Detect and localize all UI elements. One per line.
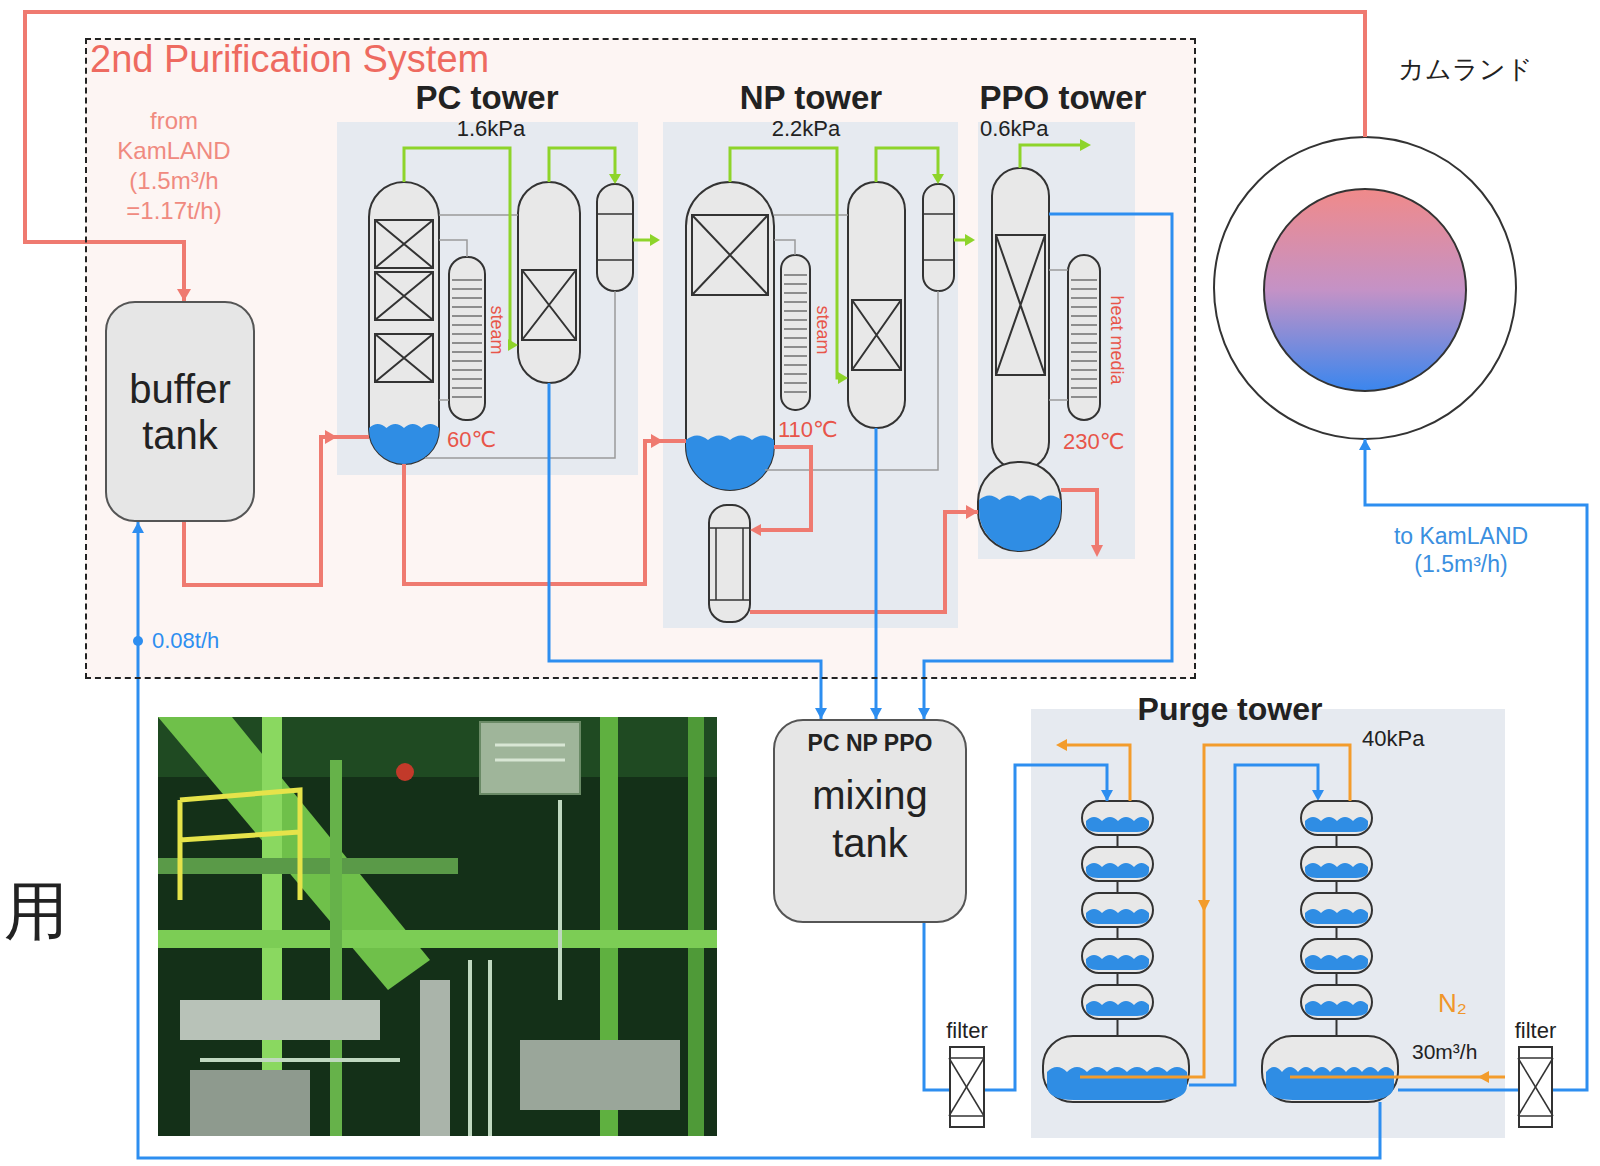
flow-connector xyxy=(404,434,663,584)
flow-line xyxy=(25,12,1365,301)
heater-label: steam xyxy=(813,305,833,354)
tank-label: mixing tank xyxy=(783,771,957,867)
flow-note: from KamLAND (1.5m³/h =1.17t/h) xyxy=(100,106,248,226)
vapour-lines xyxy=(404,145,1081,378)
mixing-tank: PC NP PPO mixing tank xyxy=(773,719,967,923)
flow-connector xyxy=(870,628,882,719)
pressure-value: 2.2kPa xyxy=(772,117,841,141)
pressure-value: 0.6kPa xyxy=(980,117,1049,141)
kamland-detector xyxy=(1214,137,1516,439)
return-lines xyxy=(425,215,1068,470)
arrow-head xyxy=(1101,790,1113,801)
cut-character: 用 xyxy=(4,876,68,946)
pressure-value: 1.6kPa xyxy=(457,117,526,141)
flow-line xyxy=(1365,439,1587,1090)
detector-name: カムランド xyxy=(1390,51,1541,87)
flow-connector xyxy=(918,214,1172,719)
kamland-detector: カムランド xyxy=(1214,137,1516,439)
flow-rate: 0.08t/h xyxy=(152,629,219,653)
arrow-head xyxy=(918,708,930,719)
pc-tower-unit: PC tower1.6kPa steam 60℃ xyxy=(337,80,638,475)
filter-label: filter xyxy=(1515,1018,1557,1044)
tower-name: PC tower xyxy=(415,80,558,116)
plant-photo xyxy=(158,717,717,1136)
flow-connector xyxy=(1398,1090,1518,1091)
temperature-value: 110℃ xyxy=(778,418,838,442)
flow-line xyxy=(924,923,949,1090)
flow-connector xyxy=(132,522,1380,1158)
heater-label: heat media xyxy=(1107,295,1127,384)
flow-line xyxy=(985,765,1107,1090)
heater-label: steam xyxy=(487,305,507,354)
filter-box: filter xyxy=(949,1046,985,1128)
gas-name: N₂ xyxy=(1438,988,1467,1018)
filter-box: filter xyxy=(1518,1046,1553,1128)
flow-line xyxy=(1398,1089,1518,1092)
flow-connector xyxy=(549,475,827,719)
vapour-heads xyxy=(508,139,1091,384)
filter-label: filter xyxy=(946,1018,988,1044)
flow-connector xyxy=(985,765,1113,1090)
arrow-head xyxy=(177,289,191,301)
arrow-head xyxy=(325,430,337,444)
liquid-pipes xyxy=(337,137,1365,612)
pressure-value: 40kPa xyxy=(1362,727,1424,751)
np-tower-unit: NP tower2.2kPa steam 110℃ xyxy=(663,80,958,628)
flow-rate: 30m³/h xyxy=(1412,1040,1477,1064)
arrow-head xyxy=(815,708,827,719)
liquid-heads xyxy=(750,524,1103,557)
nitrogen-heads xyxy=(1056,739,1489,1083)
pc-vessels xyxy=(369,182,633,464)
flow-line xyxy=(924,214,1172,719)
arrow-head xyxy=(132,522,144,533)
arrow-head xyxy=(1359,439,1371,450)
ppo-vessels xyxy=(978,168,1100,551)
tower-name: NP tower xyxy=(740,80,882,116)
flow-connector xyxy=(1359,439,1587,1090)
system-region: 2nd Purification System buffer tank PC tow… xyxy=(85,38,1196,679)
np-vessels xyxy=(686,182,954,622)
tower-name: PPO tower xyxy=(980,80,1147,116)
ppo-tower-unit: PPO tower0.6kPa heat media 230℃ xyxy=(978,80,1148,559)
inlet-names: PC NP PPO xyxy=(808,729,933,757)
pipe-head xyxy=(1312,790,1324,801)
flow-note: to KamLAND (1.5m³/h) xyxy=(1386,522,1536,578)
purge-columns xyxy=(1043,801,1398,1102)
flow-line xyxy=(875,628,878,719)
arrow-head xyxy=(966,505,978,519)
temperature-value: 230℃ xyxy=(1063,430,1124,454)
region-title: 2nd Purification System xyxy=(90,38,489,80)
flow-line xyxy=(138,522,1380,1158)
nitrogen-lines xyxy=(1066,745,1505,1077)
tower-name: Purge tower xyxy=(1138,691,1323,727)
arrow-head xyxy=(651,434,663,448)
arrow-head xyxy=(870,708,882,719)
flow-line xyxy=(549,475,821,719)
flow-connector xyxy=(25,12,1365,301)
flow-line xyxy=(404,441,663,584)
flow-connector xyxy=(924,923,949,1090)
tank-label: buffer tank xyxy=(115,366,245,458)
purge-tower: Purge tower40kPa xyxy=(1041,801,1398,1102)
flow-connector xyxy=(958,505,978,519)
buffer-tank: buffer tank xyxy=(105,301,255,522)
temperature-value: 60℃ xyxy=(447,428,496,452)
